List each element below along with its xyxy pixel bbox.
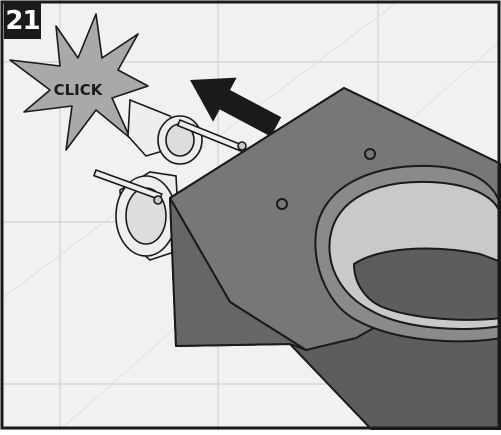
lower-pipe-connector (92, 168, 181, 261)
step-number-badge: 21 (4, 3, 41, 39)
upper-pipe-connector (127, 98, 247, 165)
star-burst-icon (9, 13, 149, 151)
click-callout-label: CLICK (53, 81, 103, 99)
toilet-bowl (169, 87, 501, 431)
arrow-right-icon (190, 77, 282, 137)
